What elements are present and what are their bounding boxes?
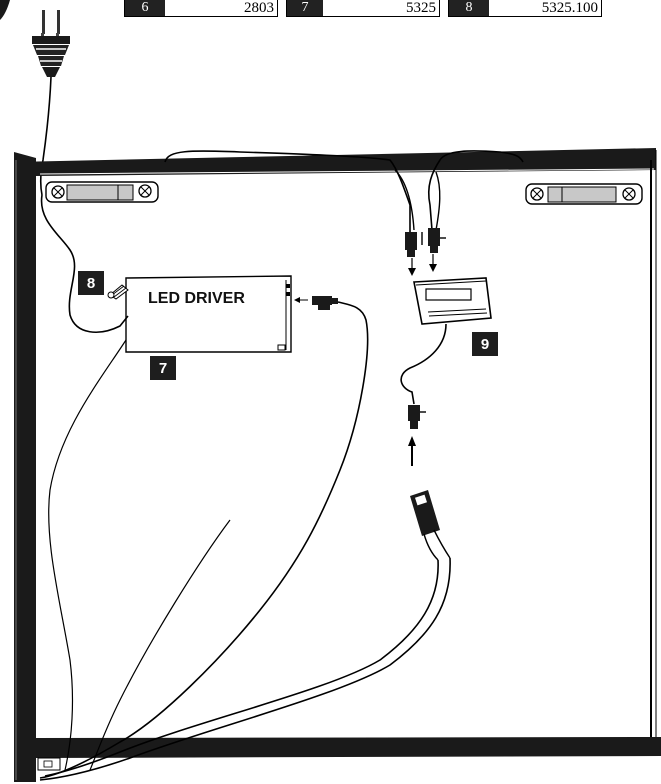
mounting-bracket-left xyxy=(45,181,159,203)
strip-connector-icon xyxy=(410,490,451,561)
frame-top-rail xyxy=(14,148,656,176)
power-cord xyxy=(39,76,52,196)
led-driver-box xyxy=(125,275,292,353)
arrow-down-icon xyxy=(408,254,437,276)
switch-icon xyxy=(37,757,61,771)
arrow-up-icon xyxy=(408,436,416,466)
junction-output-wire xyxy=(400,323,447,405)
part-ref-number: 8 xyxy=(449,0,489,16)
power-cord-inner xyxy=(40,194,129,333)
part-ref-code: 2803 xyxy=(244,0,274,16)
part-ref-8: 8 5325.100 xyxy=(448,0,602,17)
part-ref-7: 7 5325 xyxy=(286,0,440,17)
strip-wire-1 xyxy=(44,559,439,777)
screw-icon xyxy=(107,284,129,300)
part-ref-number: 7 xyxy=(287,0,323,16)
part-ref-number: 6 xyxy=(125,0,165,16)
junction-box xyxy=(413,277,492,325)
led-driver-label: LED DRIVER xyxy=(148,290,245,307)
callout-screw: 8 xyxy=(78,271,104,295)
corner-fragment xyxy=(0,0,10,20)
power-plug-icon xyxy=(32,10,70,77)
callout-junction-box: 9 xyxy=(472,332,498,356)
callout-driver: 7 xyxy=(150,356,176,380)
led-wire-2 xyxy=(439,150,524,163)
driver-connector-icon xyxy=(294,296,338,310)
driver-wire-loop xyxy=(48,339,127,771)
part-ref-code: 5325 xyxy=(406,0,436,16)
frame-left-rail xyxy=(14,152,36,782)
driver-output-wire xyxy=(39,301,369,779)
led-wire-1 xyxy=(164,150,411,232)
mounting-bracket-right xyxy=(525,183,643,205)
part-ref-6: 6 2803 xyxy=(124,0,278,17)
plug-connector-icon xyxy=(408,405,426,429)
strip-wire-2 xyxy=(39,557,451,781)
part-ref-code: 5325.100 xyxy=(541,0,598,16)
frame-bottom-rail xyxy=(36,737,661,758)
led-wire-3 xyxy=(427,159,441,231)
led-connector-icon xyxy=(405,228,446,257)
